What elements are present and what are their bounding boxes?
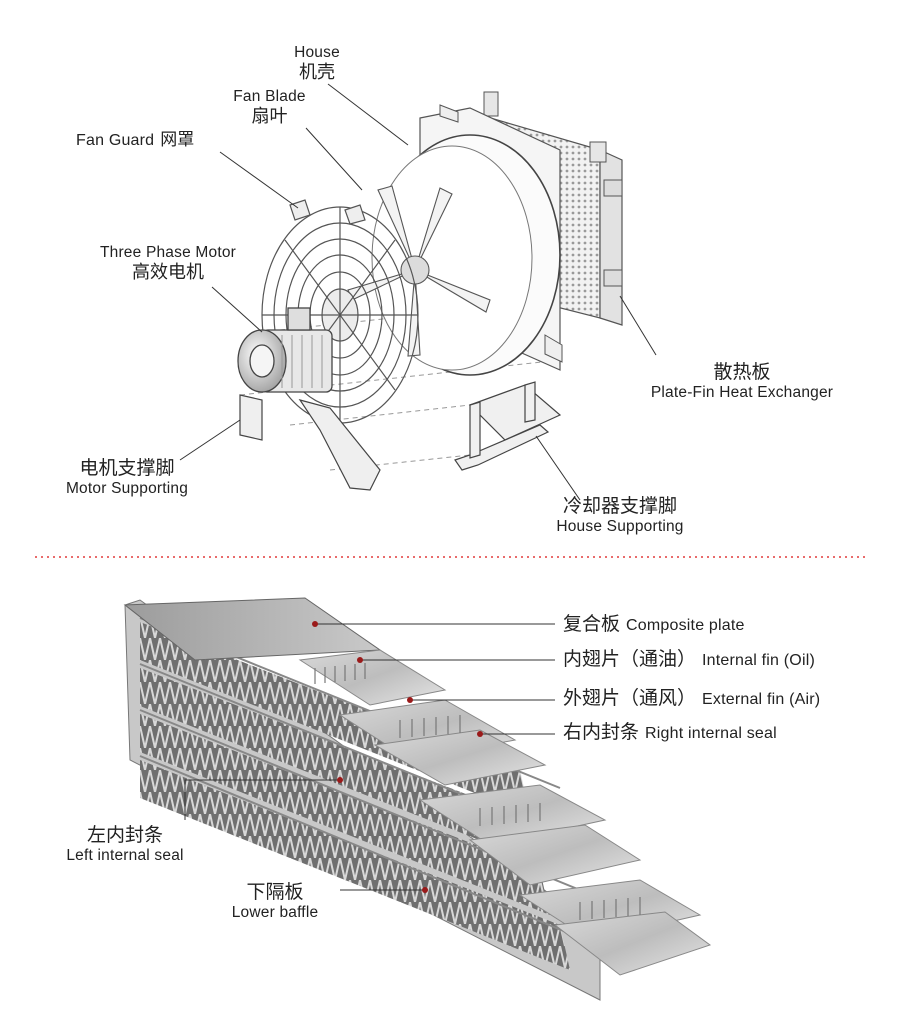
label-right-seal: 右内封条 Right internal seal xyxy=(563,722,777,744)
fin-teeth xyxy=(314,663,641,920)
label-internal-fin: 内翅片（通油） Internal fin (Oil) xyxy=(563,649,815,671)
label-composite-plate-en: Composite plate xyxy=(626,617,745,634)
label-heat-exchanger: 散热板 Plate-Fin Heat Exchanger xyxy=(636,362,848,402)
label-internal-fin-cn: 内翅片（通油） xyxy=(563,649,697,670)
label-motor-support-cn: 电机支撑脚 xyxy=(79,458,175,479)
label-lower-baffle: 下隔板 Lower baffle xyxy=(215,882,335,922)
label-motor-support-en: Motor Supporting xyxy=(65,479,189,497)
label-house-cn: 机壳 xyxy=(299,61,335,82)
house-support-brackets xyxy=(454,381,562,471)
label-fan-blade-cn: 扇叶 xyxy=(251,105,288,126)
label-house-support-cn: 冷却器支撑脚 xyxy=(562,496,677,517)
label-fan-guard: Fan Guard 网罩 xyxy=(76,130,194,150)
label-lower-baffle-cn: 下隔板 xyxy=(246,882,304,903)
label-heat-exchanger-cn: 散热板 xyxy=(713,362,771,383)
label-heat-exchanger-en: Plate-Fin Heat Exchanger xyxy=(650,383,834,401)
label-right-seal-cn: 右内封条 xyxy=(563,722,640,743)
label-motor-en: Three Phase Motor xyxy=(99,244,237,261)
label-left-seal: 左内封条 Left internal seal xyxy=(50,825,200,865)
label-fan-blade: Fan Blade 扇叶 xyxy=(222,88,317,127)
label-house: House 机壳 xyxy=(282,44,352,83)
label-motor: Three Phase Motor 高效电机 xyxy=(88,244,248,283)
fan-leader-lines xyxy=(179,83,657,501)
label-right-seal-en: Right internal seal xyxy=(645,725,777,742)
core-marker-dots xyxy=(312,621,483,893)
label-composite-plate-cn: 复合板 xyxy=(563,614,621,635)
label-external-fin: 外翅片（通风） External fin (Air) xyxy=(563,688,820,710)
three-phase-motor xyxy=(237,307,333,393)
label-external-fin-cn: 外翅片（通风） xyxy=(563,688,697,709)
label-fan-guard-cn: 网罩 xyxy=(160,130,195,149)
label-house-support: 冷却器支撑脚 House Supporting xyxy=(545,496,695,536)
house-shroud xyxy=(371,104,563,376)
label-external-fin-en: External fin (Air) xyxy=(702,691,821,708)
label-fan-guard-en: Fan Guard xyxy=(76,132,155,149)
core-leader-lines xyxy=(184,623,555,891)
exploded-fan-assembly xyxy=(179,83,657,501)
label-fan-blade-en: Fan Blade xyxy=(233,88,306,105)
plate-fin-core xyxy=(123,597,712,1001)
motor-support-brackets xyxy=(239,394,381,491)
fan-guard xyxy=(261,199,419,424)
label-house-support-en: House Supporting xyxy=(556,517,684,535)
label-internal-fin-en: Internal fin (Oil) xyxy=(702,652,815,669)
label-left-seal-en: Left internal seal xyxy=(66,846,184,864)
label-motor-cn: 高效电机 xyxy=(132,261,204,282)
label-composite-plate: 复合板 Composite plate xyxy=(563,614,745,636)
fin-tiers xyxy=(298,649,712,976)
label-motor-support: 电机支撑脚 Motor Supporting xyxy=(52,458,202,498)
label-house-en: House xyxy=(294,44,340,61)
label-lower-baffle-en: Lower baffle xyxy=(231,903,319,921)
fan-blade xyxy=(347,185,491,357)
label-left-seal-cn: 左内封条 xyxy=(86,825,163,846)
